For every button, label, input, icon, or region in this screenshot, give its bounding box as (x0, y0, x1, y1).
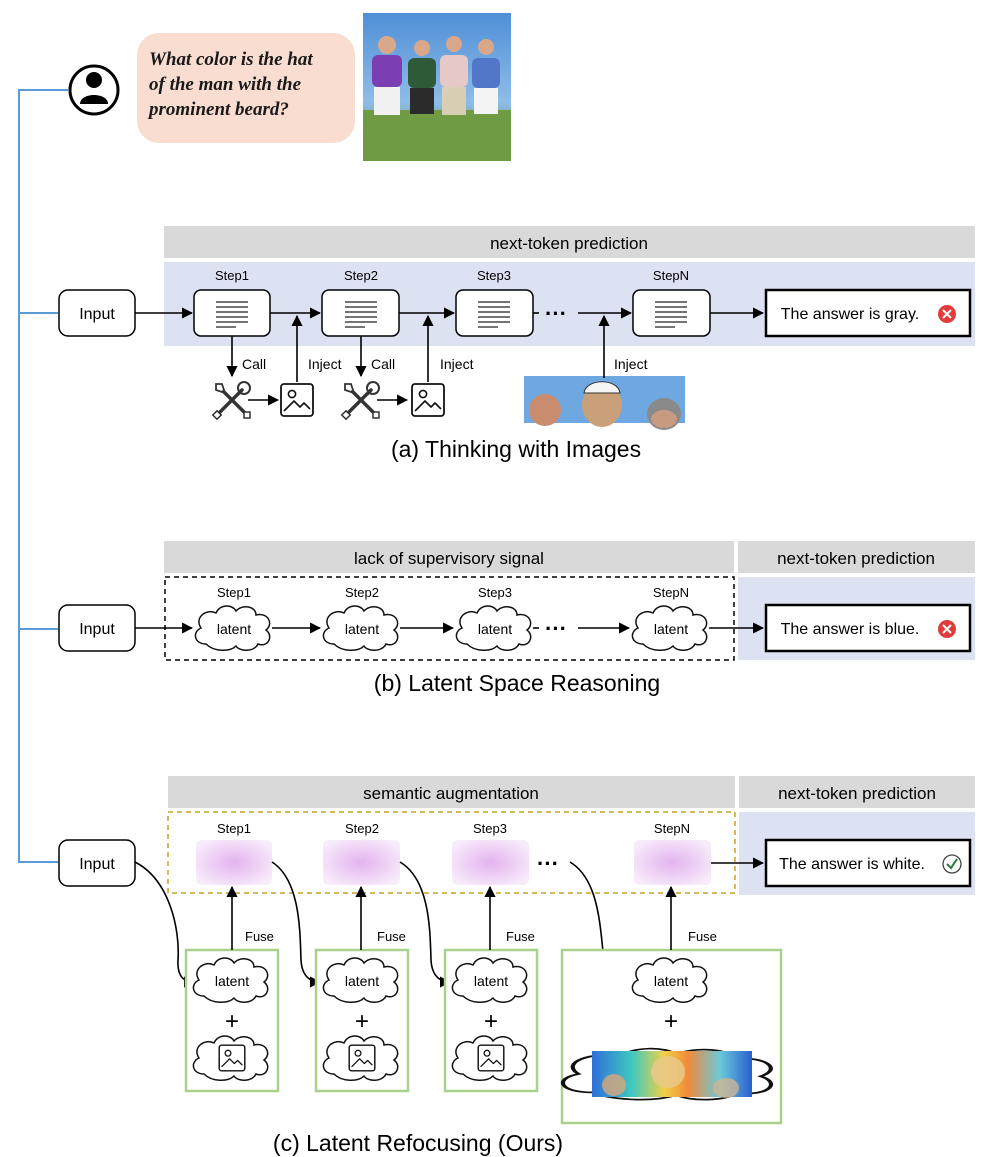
panel-a-inject-2: Inject (440, 356, 474, 372)
panel-c-caption: (c) Latent Refocusing (Ours) (273, 1130, 563, 1156)
panel-a-header-bar (164, 226, 975, 258)
panel-b-latent-2: latent (345, 621, 379, 637)
panel-a-step-1: Step1 (193, 268, 271, 337)
panel-a-input-label: Input (79, 306, 115, 323)
panel-a-caption: (a) Thinking with Images (391, 436, 641, 462)
tools-icon (340, 380, 381, 421)
plus-sign: + (484, 1008, 498, 1035)
panel-c-fuse-box-2: latent + (314, 948, 410, 1093)
panel-a-ellipsis: ··· (545, 301, 567, 326)
panel-c-step-1: Step1 (196, 821, 272, 885)
query-photo (363, 13, 511, 161)
panel-b-answer-box (764, 603, 972, 653)
panel-c-header-bar-left (168, 776, 735, 808)
panel-c-step-3-label: Step3 (473, 821, 507, 836)
panel-b-header-bar-left (164, 541, 734, 573)
panel-a-call-1: Call (242, 356, 266, 372)
panel-c-header-right: next-token prediction (778, 784, 936, 803)
panel-b-dashed-region (164, 576, 735, 661)
panel-c-step-n-label: StepN (654, 821, 690, 836)
plus-sign: + (225, 1008, 239, 1035)
panel-c-step-3: Step3 (452, 821, 529, 885)
question-bubble: What color is the hat of the man with th… (137, 33, 355, 143)
panel-a-answer: The answer is gray. (781, 306, 919, 323)
zoomed-crop-image (524, 376, 685, 430)
panel-b-step-3-label: Step3 (478, 585, 512, 600)
panel-c-step-1-label: Step1 (217, 821, 251, 836)
panel-b-header-bar-right (738, 541, 975, 573)
panel-a-call-2: Call (371, 356, 395, 372)
panel-a-step-n-label: StepN (653, 268, 689, 283)
panel-c-answer: The answer is white. (779, 856, 925, 873)
cross-icon (938, 305, 956, 323)
panel-b-header-right: next-token prediction (777, 549, 935, 568)
image-icon (218, 1044, 246, 1072)
panel-b-latent-n: latent (654, 621, 688, 637)
question-line-3: prominent beard? (149, 99, 289, 120)
panel-b-step-1: Step1 latent (194, 585, 271, 652)
panel-c-header-bar-right (739, 776, 975, 808)
image-icon (348, 1044, 376, 1072)
check-icon (942, 854, 962, 874)
panel-b-step-n-label: StepN (653, 585, 689, 600)
panel-b-caption: (b) Latent Space Reasoning (374, 670, 660, 696)
question-line-2: of the man with the (149, 74, 302, 95)
panel-a-inject-1: Inject (308, 356, 342, 372)
image-icon (280, 383, 314, 417)
panel-c-latent-3: latent (474, 973, 508, 989)
panel-b-step-1-label: Step1 (217, 585, 251, 600)
panel-b-latent-1: latent (217, 621, 251, 637)
panel-c-input-box (58, 839, 136, 887)
panel-a-inject-3: Inject (614, 356, 648, 372)
cross-icon (938, 620, 956, 638)
plus-sign: + (664, 1008, 678, 1035)
panel-a-step-1-label: Step1 (215, 268, 249, 283)
panel-c-latent-1: latent (215, 973, 249, 989)
panel-b-step-3: Step3 latent (455, 585, 532, 652)
panel-c-latent-n: latent (654, 973, 688, 989)
panel-b-input-label: Input (79, 621, 115, 638)
panel-c-answer-box (764, 838, 972, 888)
panel-c-step-2: Step2 (323, 821, 400, 885)
panel-b-step-2-label: Step2 (345, 585, 379, 600)
question-line-1: What color is the hat (149, 49, 313, 70)
panel-c-dashed-region (167, 811, 736, 894)
panel-c-latent-2: latent (345, 973, 379, 989)
panel-a-answer-box (764, 288, 972, 338)
panel-c-fuse-box-3: latent + (443, 948, 539, 1093)
panel-c-fuse-1: Fuse (245, 929, 274, 944)
panel-c-fuse-box-n: latent + (560, 948, 783, 1125)
panel-c-fuse-3: Fuse (506, 929, 535, 944)
attention-heatmap-image (592, 1051, 752, 1098)
panel-b-step-n: StepN latent (631, 585, 708, 652)
panel-c-fuse-2: Fuse (377, 929, 406, 944)
panel-a-step-2-label: Step2 (344, 268, 378, 283)
panel-c-fuse-n: Fuse (688, 929, 717, 944)
panel-c-input-label: Input (79, 856, 115, 873)
image-icon (477, 1044, 505, 1072)
plus-sign: + (355, 1008, 369, 1035)
panel-c-header-left: semantic augmentation (363, 784, 539, 803)
panel-a-step-3: Step3 (455, 268, 534, 337)
panel-c-fuse-box-1: latent + (184, 948, 280, 1093)
panel-b-step-2: Step2 latent (322, 585, 399, 652)
panel-c-step-n: StepN (634, 821, 711, 885)
panel-a-step-n: StepN (632, 268, 711, 337)
user-avatar (68, 64, 120, 116)
flow-connector (18, 89, 68, 863)
panel-b-ellipsis: ··· (545, 616, 567, 641)
panel-a-step-3-label: Step3 (477, 268, 511, 283)
panel-b-answer: The answer is blue. (781, 621, 920, 638)
tools-icon (211, 380, 252, 421)
panel-b-latent-3: latent (478, 621, 512, 637)
panel-b-header-left: lack of supervisory signal (354, 549, 544, 568)
panel-c-ellipsis: ··· (537, 851, 559, 876)
panel-c-step-2-label: Step2 (345, 821, 379, 836)
image-icon (411, 383, 445, 417)
panel-a-header: next-token prediction (490, 234, 648, 253)
